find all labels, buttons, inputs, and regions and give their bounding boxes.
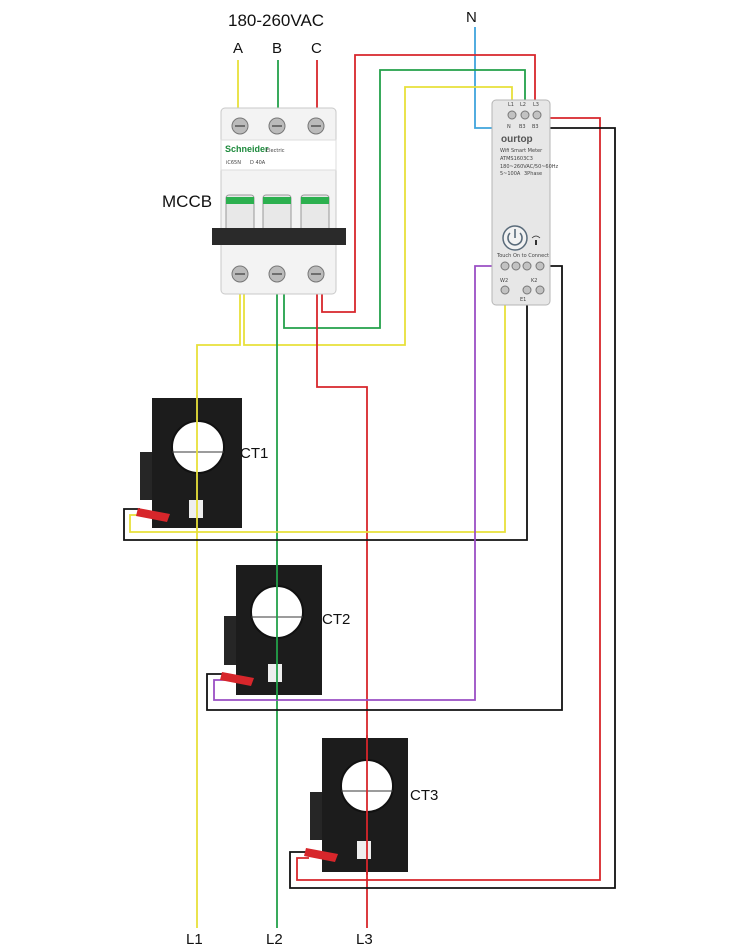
- ct1-label: CT1: [240, 445, 268, 462]
- load-l1-wire: [196, 290, 241, 928]
- breaker-spec-rating: D 40A: [250, 160, 266, 166]
- ct1-lead-yellow: [129, 278, 506, 533]
- terminal-screw: [500, 285, 510, 295]
- touch-connect-label: Touch On to Connect: [496, 253, 549, 259]
- meter-sub-terminal-n: N: [507, 124, 511, 130]
- meter-title: Wifi Smart Meter: [500, 148, 543, 154]
- meter-terminal-k2: K2: [531, 278, 537, 284]
- meter-phase: 3Phase: [524, 171, 542, 177]
- meter-top-terminals: [507, 110, 542, 120]
- phase-c-label: C: [311, 40, 322, 57]
- ct1-red-clip: [136, 508, 170, 522]
- ct2-label-tag: [268, 664, 282, 682]
- ct3-current-transformer: CT3: [304, 738, 438, 872]
- terminal-screw: [511, 261, 521, 271]
- breaker-toggles: [225, 194, 330, 236]
- ct1-lead-black: [123, 278, 528, 541]
- ct2-label: CT2: [322, 611, 350, 628]
- voltage-sense-yellow-wire: [243, 86, 513, 346]
- breaker-brand: Schneider: [225, 144, 269, 154]
- meter-sub-terminal-b3a: B3: [519, 124, 526, 130]
- meter-brand: ourtop: [501, 134, 533, 145]
- meter-model: ATMS1603C3: [500, 156, 533, 162]
- ct1-current-transformer: CT1: [136, 398, 268, 528]
- supply-voltage-label: 180-260VAC: [228, 11, 324, 30]
- ct3-lead-red: [296, 117, 601, 881]
- terminal-screw: [535, 285, 545, 295]
- smart-meter: L1 L2 L3 N B3 B3 ourtop Wifi Smart Meter…: [491, 99, 559, 306]
- breaker-bottom-terminals: [231, 265, 325, 283]
- meter-body: [491, 99, 551, 306]
- power-icon: [507, 229, 523, 246]
- voltage-sense-red-wire: [321, 54, 536, 313]
- ct3-label-tag: [357, 841, 371, 859]
- ct3-label: CT3: [410, 787, 438, 804]
- ct1-label-tag: [189, 500, 203, 518]
- meter-sub-terminal-b3b: B3: [532, 124, 539, 130]
- output-l2-label: L2: [266, 931, 283, 948]
- terminal-screw: [500, 261, 510, 271]
- output-l3-label: L3: [356, 931, 373, 948]
- terminal-screw: [522, 285, 532, 295]
- ct2-red-clip: [220, 672, 254, 686]
- meter-current: 5~100A: [500, 171, 521, 177]
- terminal-screw: [535, 261, 545, 271]
- ct2-lead-black: [206, 265, 563, 711]
- wifi-indicator-icon: [531, 235, 541, 245]
- load-l3-wire: [316, 290, 368, 928]
- ct3-lead-black: [289, 127, 616, 889]
- phase-b-label: B: [272, 40, 282, 57]
- mccb-breaker: Schneider Electric iC65N D 40A: [212, 107, 346, 295]
- ct2-lead-purple: [213, 265, 505, 701]
- ct1-aperture: [171, 420, 225, 474]
- din-rail: [212, 228, 346, 245]
- terminal-screw: [522, 261, 532, 271]
- terminal-screw: [520, 110, 530, 120]
- breaker-label: MCCB: [162, 192, 212, 211]
- meter-terminal-e1: E1: [520, 297, 526, 303]
- meter-terminal-l1: L1: [508, 102, 514, 108]
- voltage-sense-green-wire: [283, 69, 526, 329]
- meter-terminal-w2: W2: [500, 278, 508, 284]
- meter-rating: 180~260VAC/50~60Hz: [500, 164, 559, 170]
- ct3-red-clip: [304, 848, 338, 862]
- meter-terminal-l3: L3: [533, 102, 539, 108]
- terminal-screw: [532, 110, 542, 120]
- ct2-current-transformer: CT2: [220, 565, 350, 695]
- output-l1-label: L1: [186, 931, 203, 948]
- breaker-top-terminals: [231, 117, 325, 135]
- neutral-label: N: [466, 9, 477, 26]
- breaker-spec-model: iC65N: [226, 160, 241, 166]
- wires: [123, 27, 616, 928]
- phase-a-label: A: [233, 40, 243, 57]
- terminal-screw: [507, 110, 517, 120]
- meter-bottom-terminals: [500, 261, 545, 295]
- breaker-brand-sub: Electric: [266, 148, 285, 154]
- meter-terminal-l2: L2: [520, 102, 526, 108]
